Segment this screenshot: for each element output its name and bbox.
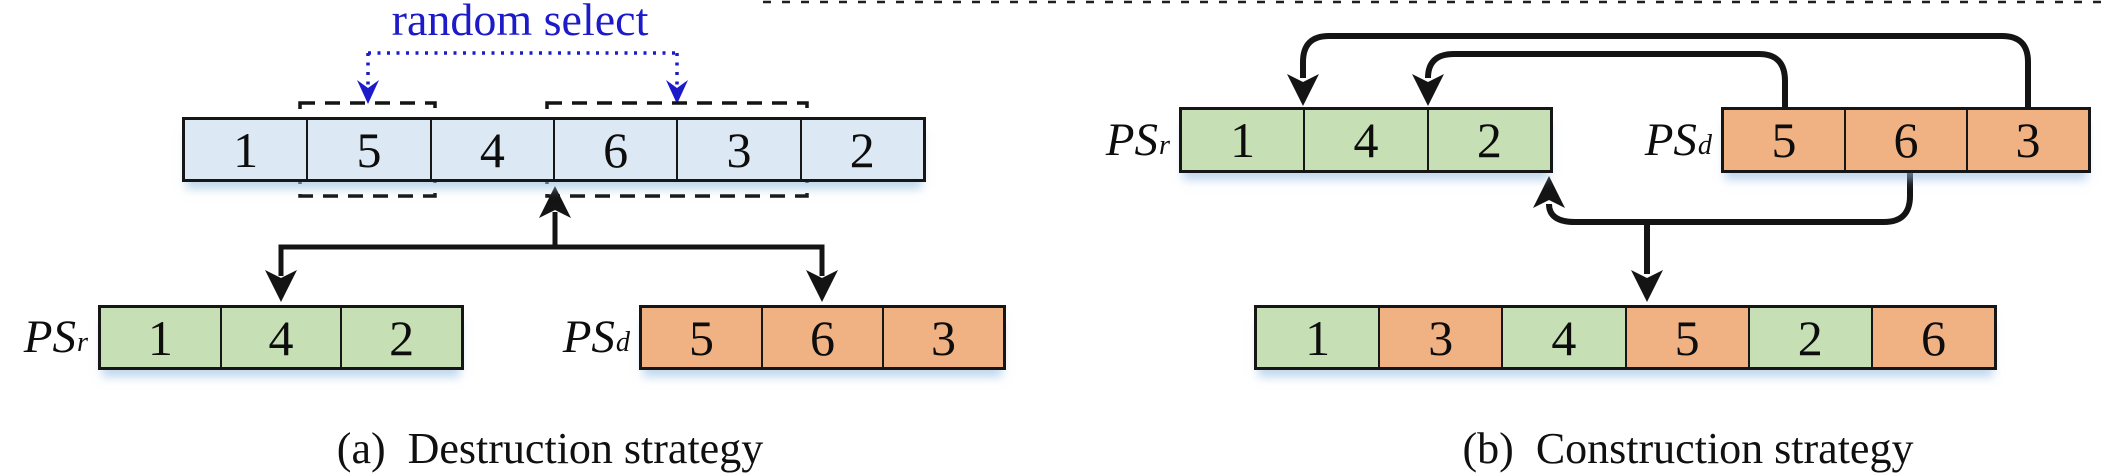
psr-label-text-b: PS (1105, 113, 1159, 166)
cell-1: 1 (185, 120, 307, 179)
psr-label-sub-a: r (77, 327, 88, 359)
cell-4: 4 (1303, 110, 1427, 170)
split-connector (278, 212, 825, 276)
cell-3: 3 (1378, 308, 1502, 367)
insert-curve-lower (1546, 173, 1913, 225)
psd-label-sub-b: d (1697, 129, 1712, 161)
random-select-arrowhead-left (357, 80, 379, 104)
cell-6: 6 (1870, 308, 1995, 367)
arrow-down-to-psr-a (265, 270, 297, 302)
arrow-down-to-psd-a (806, 270, 838, 302)
psd-label-text-a: PS (562, 311, 615, 363)
arrowhead-insert-end (1533, 176, 1565, 208)
arrow-down-to-result (1631, 270, 1663, 302)
cell-5: 5 (642, 308, 761, 367)
insert-curve-outer (1300, 33, 2031, 108)
random-select-label: random select (391, 0, 649, 45)
psd-label-sub-a: d (615, 327, 630, 359)
random-select-arrowhead-right (666, 80, 688, 104)
cell-4: 4 (429, 120, 553, 179)
cell-5: 5 (1624, 308, 1748, 367)
arrowhead-insert-inner (1412, 74, 1444, 106)
psr-label-text-a: PS (23, 311, 77, 363)
cell-6: 6 (552, 120, 677, 179)
insert-curve-inner (1425, 51, 1788, 108)
psr-label-sub-b: r (1159, 129, 1170, 161)
cell-5: 5 (306, 120, 430, 179)
cell-3: 3 (1966, 110, 2088, 170)
cell-2: 2 (1426, 110, 1550, 170)
random-select-dotted-connector (366, 51, 679, 86)
cell-1: 1 (1182, 110, 1304, 170)
psd-label-text-b: PS (1644, 113, 1697, 166)
cell-2: 2 (1747, 308, 1871, 367)
cell-6: 6 (761, 308, 882, 367)
caption-a: (a) Destruction strategy (336, 423, 764, 473)
caption-b: (b) Construction strategy (1462, 423, 1914, 473)
cell-2: 2 (340, 308, 462, 367)
cell-6: 6 (1844, 110, 1966, 170)
cell-4: 4 (1501, 308, 1625, 367)
cell-1: 1 (1257, 308, 1379, 367)
cell-5: 5 (1724, 110, 1844, 170)
arrowhead-insert-outer (1287, 74, 1319, 106)
cell-3: 3 (882, 308, 1003, 367)
cell-1: 1 (101, 308, 220, 367)
arrow-up-to-sequence (539, 186, 571, 218)
cell-4: 4 (219, 308, 341, 367)
cell-2: 2 (799, 120, 923, 179)
cell-3: 3 (676, 120, 800, 179)
